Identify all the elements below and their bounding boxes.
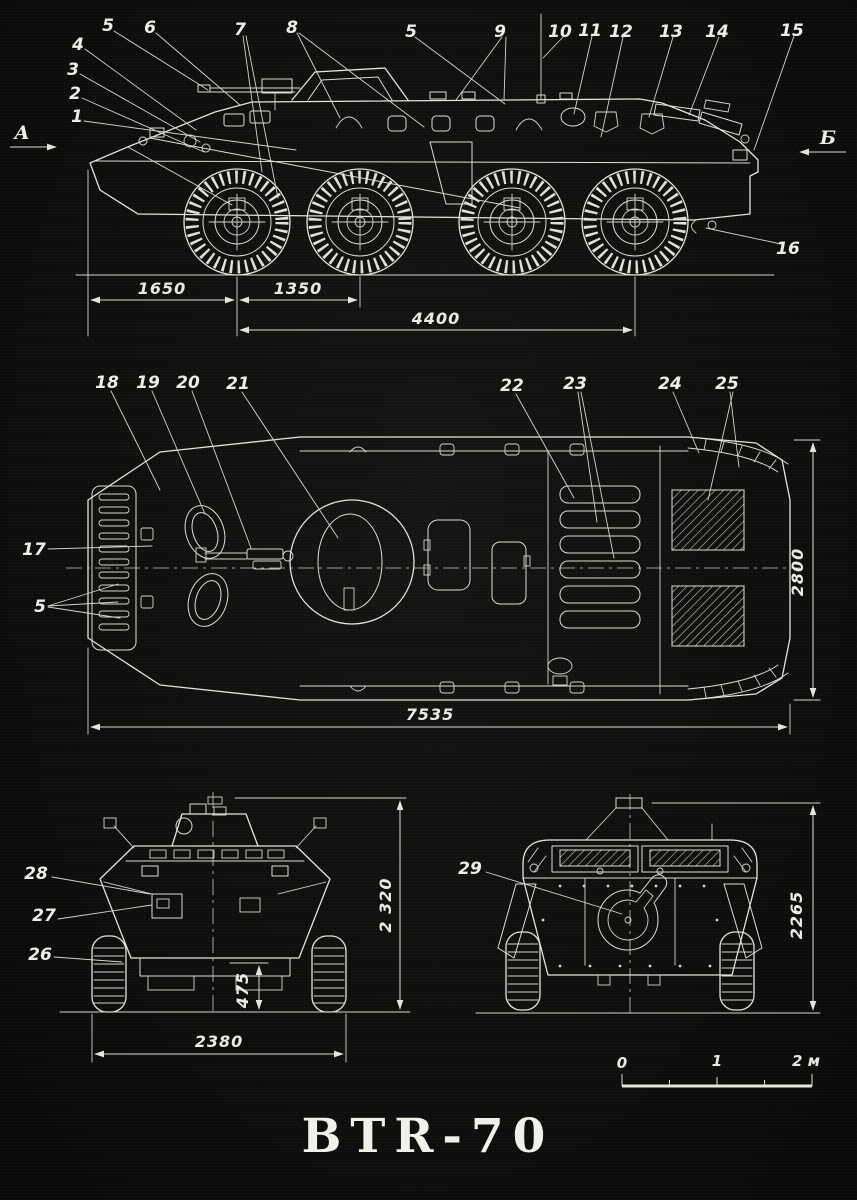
callout-26: 26	[28, 945, 52, 965]
callout-10: 10	[548, 22, 572, 42]
dim-2800: 2800	[788, 548, 807, 597]
top-hull	[66, 436, 800, 701]
louver-slats	[98, 493, 130, 631]
callout-21: 21	[226, 374, 250, 394]
callout-7: 7	[234, 20, 246, 40]
side-view: 1 2 3 4 5 6 7 8 5 9 10 11 12 13 14 15 16…	[10, 13, 846, 337]
dim-1350: 1350	[274, 279, 323, 298]
top-view: 17 18 19 20 21 22 23 24 25 5 7535 2800	[22, 373, 821, 735]
callout-9: 9	[494, 22, 506, 42]
callout-16: 16	[776, 239, 800, 259]
callout-5: 5	[102, 16, 114, 36]
vision-blocks	[149, 849, 285, 859]
callout-29: 29	[458, 859, 482, 879]
callout-22: 22	[500, 376, 524, 396]
callout-5-top: 5	[34, 597, 46, 617]
top-callouts: 17 18 19 20 21 22 23 24 25 5	[22, 373, 740, 619]
callout-23: 23	[563, 374, 587, 394]
hatch-teardrop-1	[184, 505, 226, 559]
front-dimensions: 2 320 475 2380	[91, 797, 407, 1063]
callout-27: 27	[32, 906, 56, 926]
dim-1650: 1650	[138, 279, 187, 298]
dim-475: 475	[233, 972, 252, 1009]
callout-24: 24	[658, 374, 682, 394]
side-view-markers: А Б	[10, 122, 846, 156]
callout-5b: 5	[405, 22, 417, 42]
rear-dimensions: 2265	[651, 802, 821, 1011]
hatch-teardrop-2	[187, 573, 229, 627]
poster-title: BTR-70	[302, 1109, 555, 1164]
dim-4400: 4400	[411, 309, 461, 328]
scale-tick-0: 0	[617, 1054, 627, 1072]
callout-18: 18	[95, 373, 119, 393]
scale-tick-1: 1	[712, 1052, 722, 1070]
callout-28: 28	[24, 864, 48, 884]
rivets	[541, 884, 719, 968]
side-wheels	[183, 168, 689, 276]
rear-view: 29 2265	[458, 794, 821, 1016]
callout-2: 2	[69, 84, 81, 104]
scale-bar: 0 1 2 м	[617, 1052, 820, 1088]
dim-2265: 2265	[787, 891, 806, 940]
callout-17: 17	[22, 540, 46, 560]
rear-hull	[475, 794, 821, 1016]
callout-12: 12	[609, 22, 633, 42]
side-hull	[75, 13, 775, 276]
side-dimensions: 1650 1350 4400	[87, 169, 636, 337]
callout-20: 20	[176, 373, 200, 393]
wheel	[458, 168, 566, 276]
wheel	[306, 168, 414, 276]
top-dimensions: 7535 2800	[87, 439, 821, 735]
engine-louvres	[559, 485, 641, 629]
view-arrow-label-b: Б	[819, 127, 836, 149]
dim-2320: 2 320	[376, 877, 395, 932]
dim-7535: 7535	[406, 705, 455, 724]
callout-25: 25	[715, 374, 739, 394]
front-leader-lines	[51, 876, 153, 963]
callout-3: 3	[67, 60, 79, 80]
top-leader-lines	[47, 390, 740, 619]
rear-wheels	[505, 931, 755, 1011]
rear-leader-lines	[485, 871, 623, 915]
wheel	[183, 168, 291, 276]
scale-tick-2: 2 м	[792, 1052, 820, 1070]
rear-callouts: 29	[458, 859, 623, 915]
callout-1: 1	[71, 107, 83, 127]
dim-2380: 2380	[195, 1032, 244, 1051]
callout-14: 14	[705, 22, 729, 42]
view-arrow-label-a: А	[12, 122, 29, 144]
callout-4: 4	[71, 35, 84, 55]
callout-15: 15	[780, 21, 804, 41]
callout-6: 6	[144, 18, 156, 38]
side-leader-lines	[79, 30, 795, 245]
callout-11: 11	[578, 21, 602, 41]
callout-13: 13	[659, 22, 683, 42]
callout-8: 8	[286, 18, 298, 38]
callout-19: 19	[136, 373, 160, 393]
wheel	[581, 168, 689, 276]
front-callouts: 28 27 26	[24, 864, 153, 965]
front-wheels	[91, 935, 347, 1013]
side-callouts: 1 2 3 4 5 6 7 8 5 9 10 11 12 13 14 15 16	[67, 16, 804, 259]
front-hull	[59, 792, 411, 1016]
front-view: 28 27 26 2 320 475 2380	[24, 792, 411, 1063]
